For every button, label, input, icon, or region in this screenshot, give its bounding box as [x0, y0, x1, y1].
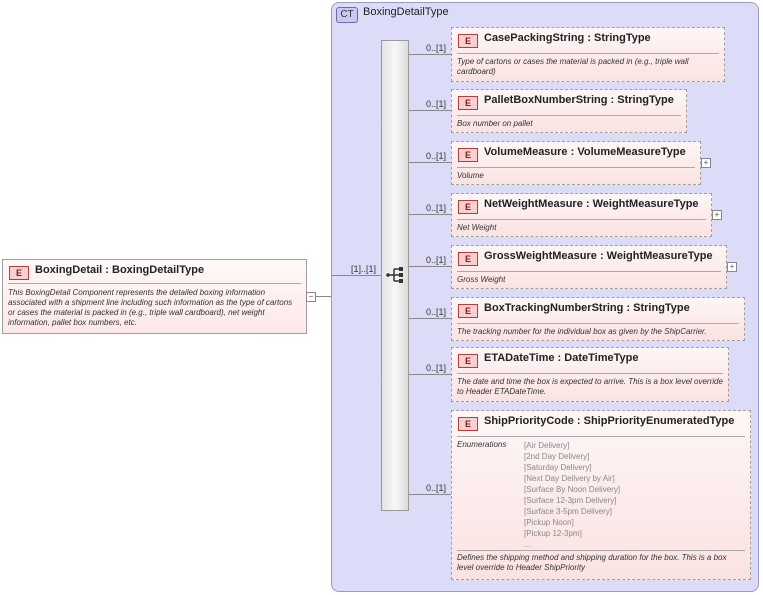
element-name: ShipPriorityCode : ShipPriorityEnumerate…	[484, 415, 735, 427]
element-doc: Gross Weight	[457, 275, 506, 284]
complex-type-title: BoxingDetailType	[363, 6, 449, 18]
enumeration-value: [Next Day Delivery by Air]	[524, 474, 615, 483]
enumerations-label: Enumerations	[457, 440, 507, 449]
enumeration-value: [Surface By Noon Delivery]	[524, 485, 621, 494]
element-cardinality: 0..[1]	[426, 99, 447, 109]
sequence-icon	[386, 267, 403, 283]
element-volume-measure[interactable]: E VolumeMeasure : VolumeMeasureType Volu…	[451, 141, 701, 185]
element-doc: Type of cartons or cases the material is…	[457, 57, 689, 76]
element-name: PalletBoxNumberString : StringType	[484, 94, 674, 106]
element-badge: E	[458, 96, 478, 110]
root-element-box[interactable]: E BoxingDetail : BoxingDetailType This B…	[2, 259, 307, 334]
connector	[409, 374, 451, 375]
element-badge: E	[458, 148, 478, 162]
element-name: ETADateTime : DateTimeType	[484, 352, 639, 364]
element-name: NetWeightMeasure : WeightMeasureType	[484, 198, 699, 210]
element-doc: Box number on pallet	[457, 119, 533, 128]
divider	[457, 219, 706, 220]
element-doc: The date and time the box is expected to…	[457, 377, 723, 396]
connector	[409, 162, 451, 163]
enumeration-value: [2nd Day Delivery]	[524, 452, 590, 461]
enumeration-value: [Saturday Delivery]	[524, 463, 592, 472]
element-pallet-box-number-string[interactable]: E PalletBoxNumberString : StringType Box…	[451, 89, 687, 133]
connector	[409, 110, 451, 111]
element-cardinality: 0..[1]	[426, 483, 447, 493]
divider	[457, 167, 695, 168]
element-badge: E	[458, 252, 478, 266]
element-cardinality: 0..[1]	[426, 307, 447, 317]
element-name: BoxTrackingNumberString : StringType	[484, 302, 690, 314]
connector	[316, 296, 331, 297]
element-name: CasePackingString : StringType	[484, 32, 651, 44]
divider	[457, 373, 723, 374]
sequence-cardinality: [1]..[1]	[351, 264, 377, 274]
collapse-icon[interactable]: −	[306, 292, 316, 302]
element-cardinality: 0..[1]	[426, 43, 447, 53]
complex-type-badge: CT	[336, 7, 358, 23]
expand-icon[interactable]: +	[712, 210, 722, 220]
root-element-doc: This BoxingDetail Component represents t…	[8, 288, 293, 327]
element-case-packing-string[interactable]: E CasePackingString : StringType Type of…	[451, 27, 725, 82]
element-badge: E	[458, 354, 478, 368]
expand-icon[interactable]: +	[727, 262, 737, 272]
enumeration-value: [Pickup 12-3pm]	[524, 529, 582, 538]
element-cardinality: 0..[1]	[426, 363, 447, 373]
divider	[457, 115, 681, 116]
connector	[409, 214, 451, 215]
element-doc: The tracking number for the individual b…	[457, 327, 707, 336]
enumeration-value: ...	[524, 540, 531, 549]
divider	[8, 283, 301, 284]
element-ship-priority-code[interactable]: E ShipPriorityCode : ShipPriorityEnumera…	[451, 410, 751, 580]
element-badge: E	[9, 266, 29, 280]
divider	[457, 271, 721, 272]
element-badge: E	[458, 34, 478, 48]
divider	[457, 550, 745, 551]
element-cardinality: 0..[1]	[426, 255, 447, 265]
enumeration-value: [Surface 3-5pm Delivery]	[524, 507, 613, 516]
root-element-name: BoxingDetail : BoxingDetailType	[35, 264, 205, 276]
element-badge: E	[458, 304, 478, 318]
divider	[457, 323, 739, 324]
element-doc: Defines the shipping method and shipping…	[457, 553, 727, 572]
divider	[457, 436, 745, 437]
element-box-tracking-number-string[interactable]: E BoxTrackingNumberString : StringType T…	[451, 297, 745, 341]
element-doc: Net Weight	[457, 223, 497, 232]
connector	[409, 54, 451, 55]
element-cardinality: 0..[1]	[426, 203, 447, 213]
enumeration-value: [Pickup Noon]	[524, 518, 574, 527]
divider	[457, 53, 719, 54]
connector	[331, 275, 381, 276]
connector	[409, 266, 451, 267]
connector	[409, 318, 451, 319]
element-badge: E	[458, 417, 478, 431]
expand-icon[interactable]: +	[701, 158, 711, 168]
enumeration-value: [Surface 12-3pm Delivery]	[524, 496, 617, 505]
element-cardinality: 0..[1]	[426, 151, 447, 161]
enumeration-value: [Air Delivery]	[524, 441, 570, 450]
element-eta-date-time[interactable]: E ETADateTime : DateTimeType The date an…	[451, 347, 729, 402]
element-name: VolumeMeasure : VolumeMeasureType	[484, 146, 686, 158]
element-badge: E	[458, 200, 478, 214]
element-gross-weight-measure[interactable]: E GrossWeightMeasure : WeightMeasureType…	[451, 245, 727, 289]
connector	[409, 494, 451, 495]
element-doc: Volume	[457, 171, 484, 180]
enumeration-list: [Air Delivery] [2nd Day Delivery] [Satur…	[524, 440, 620, 550]
element-net-weight-measure[interactable]: E NetWeightMeasure : WeightMeasureType N…	[451, 193, 712, 237]
element-name: GrossWeightMeasure : WeightMeasureType	[484, 250, 713, 262]
